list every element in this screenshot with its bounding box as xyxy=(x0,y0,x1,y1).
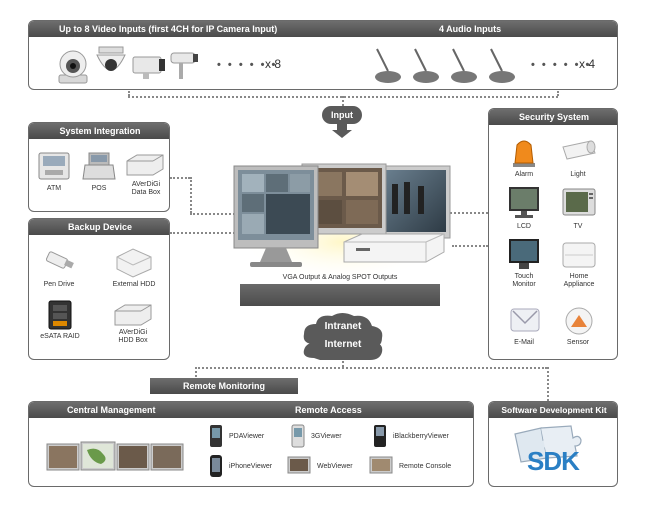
external-hdd-icon xyxy=(116,248,152,278)
external-hdd-label: External HDD xyxy=(112,281,156,288)
remote-console-icon xyxy=(369,456,393,474)
security-system-panel: Security System Alarm Light LCD TV Touch… xyxy=(488,108,618,360)
home-appliance-label: Home Appliance xyxy=(563,273,595,288)
central-management-title: Central Management xyxy=(67,405,156,415)
pen-drive-label: Pen Drive xyxy=(43,281,75,288)
home-appliance-icon xyxy=(562,242,596,268)
alarm-label: Alarm xyxy=(514,171,534,178)
light-label: Light xyxy=(570,171,586,178)
email-icon xyxy=(510,308,540,332)
backup-link-line xyxy=(170,232,235,234)
sensor-icon xyxy=(565,307,593,335)
sysint-link-line xyxy=(170,177,190,179)
sysint-link-line-2 xyxy=(190,213,235,215)
bullet-camera-icon xyxy=(170,52,198,79)
iphone-viewer-icon xyxy=(210,455,222,477)
input-badge: Input xyxy=(322,106,362,124)
pen-drive-icon xyxy=(45,251,74,269)
security-link-line-2 xyxy=(452,245,488,247)
touch-monitor-label: Touch Monitor xyxy=(512,273,536,288)
pda-viewer-icon xyxy=(210,425,222,447)
internet-label: Internet xyxy=(324,339,362,350)
backup-device-title: Backup Device xyxy=(29,219,169,235)
microphone-icon-1 xyxy=(375,48,401,83)
microphone-icon-4 xyxy=(489,48,515,83)
video-drop-line xyxy=(128,88,130,96)
microphone-icon-3 xyxy=(451,48,477,83)
tv-icon xyxy=(562,188,596,216)
lcd-label: LCD xyxy=(516,223,531,230)
web-viewer-icon xyxy=(287,456,311,474)
output-bar-label: VGA Output & Analog SPOT Outputs xyxy=(282,274,398,281)
remote-bus-line xyxy=(195,367,547,369)
inputs-panel: Up to 8 Video Inputs (first 4CH for IP C… xyxy=(28,20,618,90)
box-camera-icon xyxy=(132,56,165,79)
audio-more-dots: • • • • • • xyxy=(531,59,592,71)
ip-camera-icon xyxy=(58,50,88,84)
pos-icon xyxy=(82,152,116,180)
remote-mon-drop-line xyxy=(195,367,197,381)
central-management-screens xyxy=(46,441,184,471)
esata-raid-icon xyxy=(48,300,72,330)
sdk-title: Software Development Kit xyxy=(489,402,617,418)
sysint-link-vline xyxy=(190,177,192,213)
dome-camera-icon xyxy=(96,46,126,71)
remote-console-label: Remote Console xyxy=(399,463,452,470)
output-bar: VGA Output & Analog SPOT Outputs xyxy=(240,274,440,306)
audio-inputs-title: 4 Audio Inputs xyxy=(439,24,502,34)
monitor-icon xyxy=(233,163,451,282)
system-integration-panel: System Integration ATM POS AVerDiGi Data… xyxy=(28,122,170,212)
blackberry-viewer-icon xyxy=(374,425,386,447)
esata-raid-label: eSATA RAID xyxy=(40,333,80,340)
blackberry-viewer-label: iBlackberryViewer xyxy=(393,433,449,440)
security-link-line xyxy=(450,212,488,214)
intranet-label: Intranet xyxy=(324,321,362,332)
pos-label: POS xyxy=(91,185,107,192)
light-icon xyxy=(562,140,596,160)
video-inputs-title: Up to 8 Video Inputs (first 4CH for IP C… xyxy=(59,24,278,34)
input-arrow-icon xyxy=(332,124,352,138)
inputs-panel-header: Up to 8 Video Inputs (first 4CH for IP C… xyxy=(29,21,617,37)
sdk-panel: Software Development Kit SDK xyxy=(488,401,618,487)
iphone-viewer-label: iPhoneViewer xyxy=(229,463,273,470)
system-integration-title: System Integration xyxy=(29,123,169,139)
backup-device-panel: Backup Device Pen Drive External HDD eSA… xyxy=(28,218,170,360)
touch-monitor-icon xyxy=(509,239,539,269)
sdk-drop-line xyxy=(547,367,549,401)
atm-icon xyxy=(38,152,70,180)
microphone-icon-2 xyxy=(413,48,439,83)
remote-monitoring-badge: Remote Monitoring xyxy=(150,378,298,394)
audio-drop-line xyxy=(557,88,559,96)
security-system-title: Security System xyxy=(489,109,617,125)
network-cloud-icon xyxy=(303,313,383,360)
tv-label: TV xyxy=(573,223,583,230)
hdd-box-label: AVerDiGi HDD Box xyxy=(118,329,148,344)
atm-label: ATM xyxy=(46,185,62,192)
video-more-dots: • • • • • • xyxy=(217,59,278,71)
sdk-puzzle-icon xyxy=(514,425,582,463)
3g-viewer-icon xyxy=(291,424,305,448)
sensor-label: Sensor xyxy=(566,339,590,346)
hdd-box-icon xyxy=(114,304,152,326)
lcd-icon xyxy=(509,187,539,218)
audio-count: x 4 xyxy=(579,57,596,71)
remote-panel: Central Management Remote Access PDAView… xyxy=(28,401,474,487)
3g-viewer-label: 3GViewer xyxy=(311,433,342,440)
email-label: E-Mail xyxy=(514,339,534,346)
pda-viewer-label: PDAViewer xyxy=(229,433,265,440)
input-center-line xyxy=(342,96,344,106)
web-viewer-label: WebViewer xyxy=(317,463,353,470)
video-count: x 8 xyxy=(265,57,282,71)
sdk-logo-text: SDK xyxy=(527,446,580,476)
remote-access-title: Remote Access xyxy=(295,405,362,415)
data-box-icon xyxy=(126,154,164,176)
dvr-monitors-illustration xyxy=(232,162,452,282)
data-box-label: AVerDiGi Data Box xyxy=(131,181,161,196)
alarm-icon xyxy=(513,140,535,167)
remote-panel-header: Central Management Remote Access xyxy=(29,402,473,418)
